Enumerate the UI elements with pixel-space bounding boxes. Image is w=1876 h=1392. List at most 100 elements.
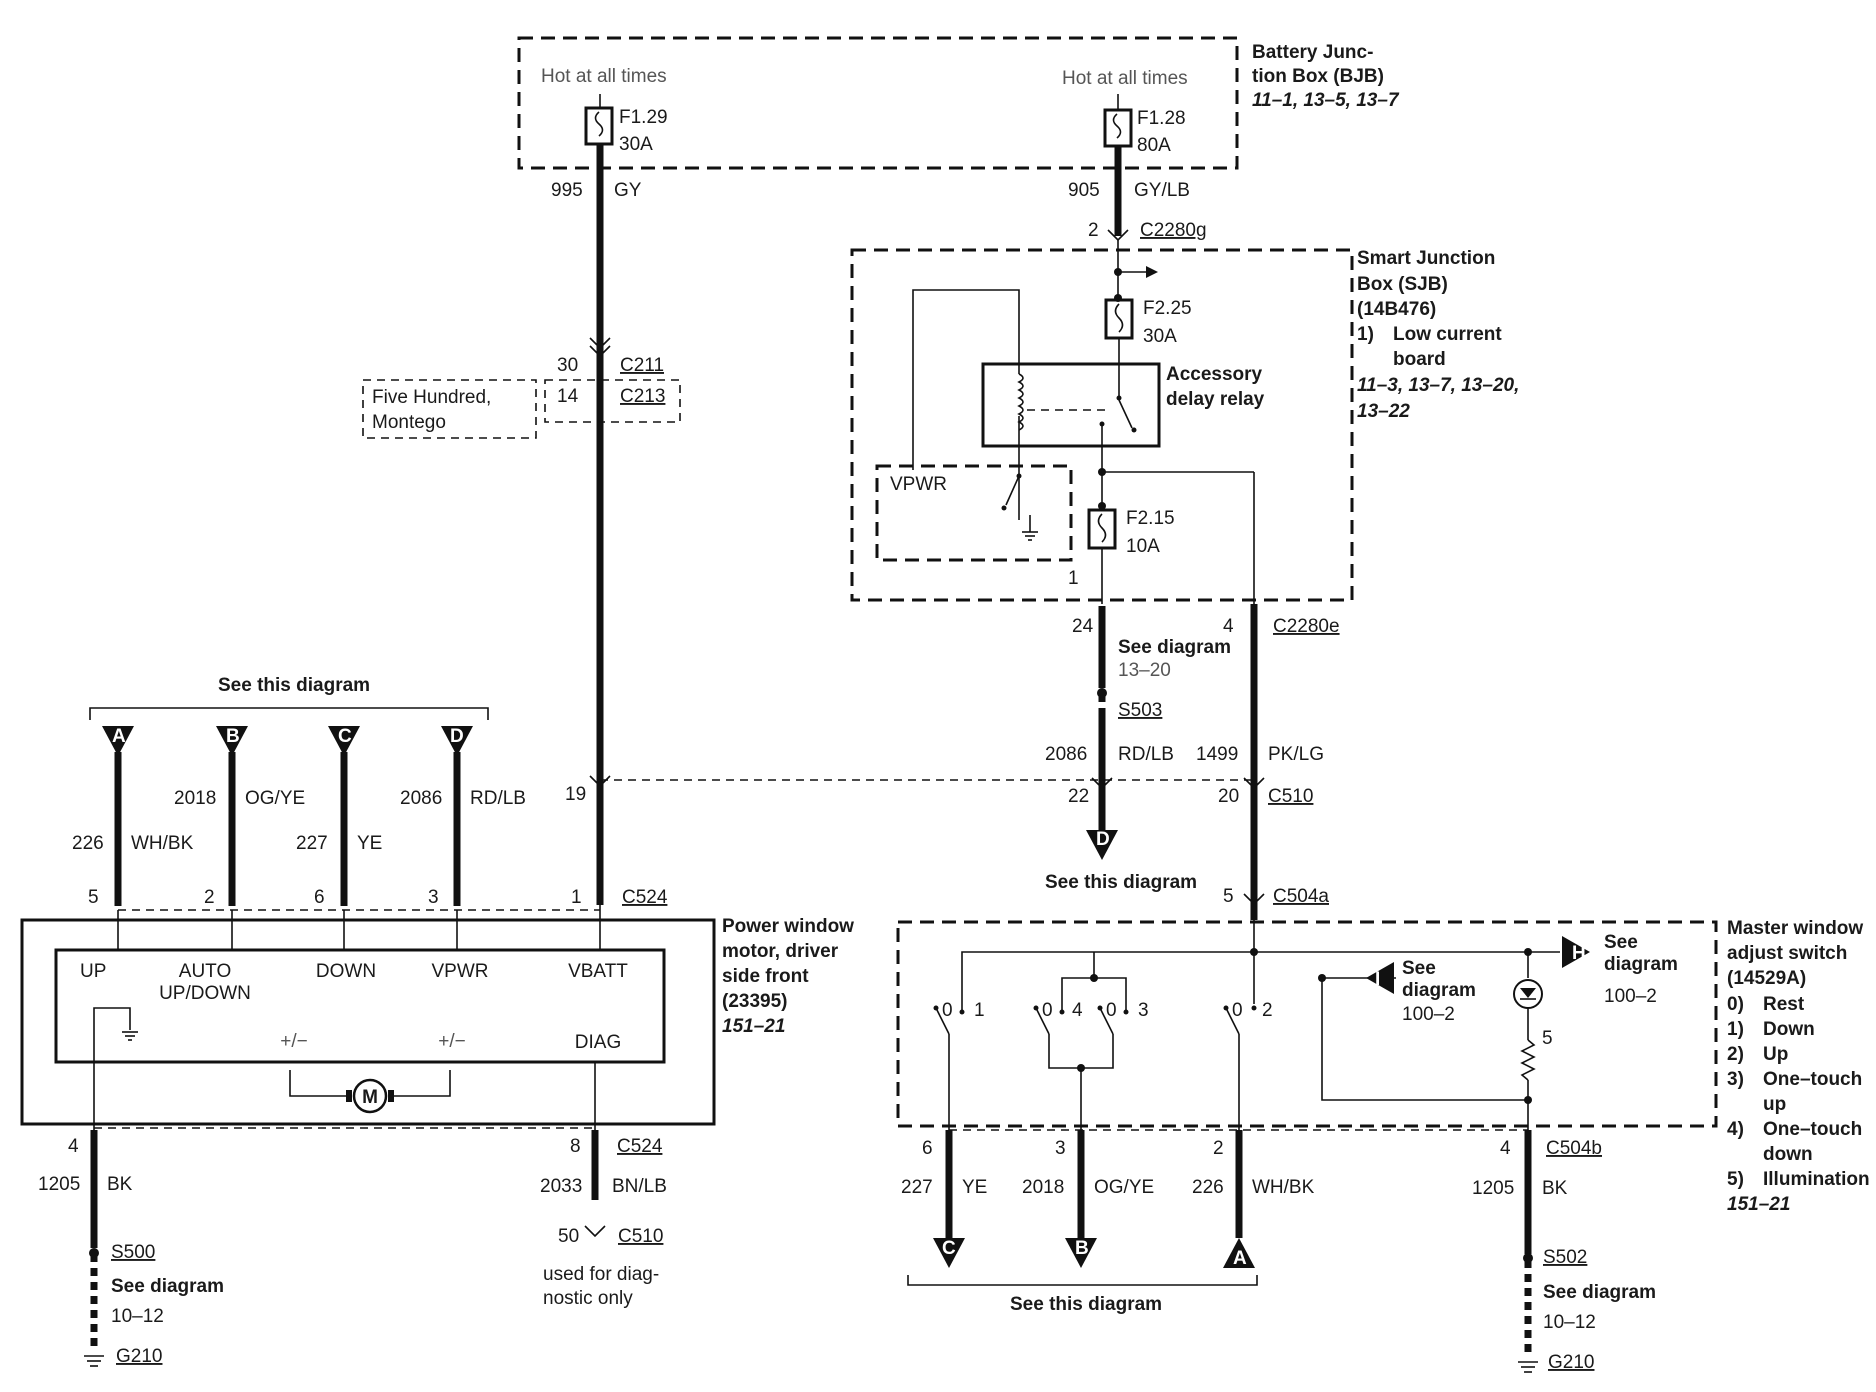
- motor-m-letter: M: [362, 1087, 378, 1108]
- wire-226-number-a: 226: [72, 833, 104, 854]
- vpwr-label: VPWR: [890, 474, 947, 495]
- see-this-diagram-bottom: See this diagram: [1010, 1294, 1162, 1315]
- wire-995-number: 995: [551, 180, 583, 201]
- fuse-f2-25-amp: 30A: [1143, 326, 1177, 347]
- c2280g-label: C2280g: [1140, 220, 1207, 241]
- master-window-switch: [896, 920, 1718, 1140]
- c524-pin-2: 2: [204, 887, 215, 908]
- motor-polarity-1: +/−: [280, 1031, 307, 1052]
- fuse-f1-28-label: F1.28: [1137, 108, 1186, 129]
- see-diagram-h-1: See: [1604, 932, 1638, 953]
- fuse-f1-28: [1103, 94, 1133, 148]
- wire-1205-left: [84, 1130, 104, 1367]
- sjb-title-2: Box (SJB): [1357, 274, 1448, 295]
- see-diagram-13-20-a: See diagram: [1118, 637, 1231, 658]
- flag-i-letter: I: [1375, 969, 1380, 990]
- switch-state-4-num: 4): [1727, 1119, 1744, 1140]
- switch-state-5: Illumination: [1763, 1169, 1870, 1190]
- wire-2033-color: BN/LB: [612, 1176, 667, 1197]
- c524-label-a: C524: [622, 887, 668, 908]
- c213-label: C213: [620, 386, 665, 407]
- switch-state-1-num: 1): [1727, 1019, 1744, 1040]
- illumination-resistor: [1520, 1039, 1536, 1081]
- c510-label-b: C510: [618, 1226, 663, 1247]
- wire-227-number-a: 227: [296, 833, 328, 854]
- wire-2018-number-b: 2018: [1022, 1177, 1064, 1198]
- see-diagram-i-1: See: [1402, 958, 1436, 979]
- motor-polarity-2: +/−: [438, 1031, 465, 1052]
- sjb-refs-2: 13–22: [1357, 401, 1410, 422]
- switch-state-0: Rest: [1763, 994, 1805, 1015]
- c2280g-pin: 2: [1088, 220, 1099, 241]
- motor-pin-vpwr: VPWR: [432, 961, 489, 982]
- switch-title-2: adjust switch: [1727, 943, 1847, 964]
- variant-line-2: Montego: [372, 412, 446, 433]
- flag-b-letter-bottom: B: [1075, 1238, 1089, 1259]
- fuse-f1-29-amp: 30A: [619, 134, 653, 155]
- c524b-pin-4: 4: [68, 1136, 79, 1157]
- connector-c213-box: [544, 379, 681, 423]
- c524-pin-1: 1: [571, 887, 582, 908]
- wire-995-color: GY: [614, 180, 642, 201]
- switch-refs: 151–21: [1727, 1194, 1790, 1215]
- wire-1205-number-b: 1205: [1472, 1178, 1514, 1199]
- motor-pin-auto-1: AUTO: [179, 961, 231, 982]
- c2280e-label: C2280e: [1273, 616, 1340, 637]
- wire-1205-number-a: 1205: [38, 1174, 80, 1195]
- switch-state-2-num: 2): [1727, 1044, 1744, 1065]
- wire-1205-color-a: BK: [107, 1174, 133, 1195]
- board-number: 1: [1068, 568, 1079, 589]
- variant-note-box: [362, 379, 537, 439]
- motor-pin-vbatt: VBATT: [568, 961, 628, 982]
- switch-state-4a: One–touch: [1763, 1119, 1862, 1140]
- switch-state-1: Down: [1763, 1019, 1815, 1040]
- wire-2018-color-b: OG/YE: [1094, 1177, 1154, 1198]
- fuse-f1-28-amp: 80A: [1137, 135, 1171, 156]
- bjb-hot-label-1: Hot at all times: [541, 66, 667, 87]
- fuse-f1-29: [584, 94, 614, 146]
- c2280e-pin-4: 4: [1223, 616, 1234, 637]
- flag-a-letter-bottom: A: [1233, 1248, 1247, 1269]
- see-diagram-h-2: diagram: [1604, 954, 1678, 975]
- switch-3-contact-3: 3: [1138, 1000, 1149, 1021]
- wire-2033-number: 2033: [540, 1176, 582, 1197]
- switch-state-3-num: 3): [1727, 1069, 1744, 1090]
- flag-c-top: [328, 726, 360, 906]
- wire-905-number: 905: [1068, 180, 1100, 201]
- wire-2086-number-b: 2086: [1045, 744, 1087, 765]
- motor-title-3: side front: [722, 966, 809, 987]
- wire-2086-color-b: RD/LB: [1118, 744, 1174, 765]
- switch-4-contact-0: 0: [1232, 1000, 1243, 1021]
- diag-note-1: used for diag-: [543, 1264, 659, 1285]
- switch-state-3b: up: [1763, 1094, 1786, 1115]
- fuse-f2-15-label: F2.15: [1126, 508, 1175, 529]
- switch-state-0-num: 0): [1727, 994, 1744, 1015]
- motor-title-2: motor, driver: [722, 941, 839, 962]
- switch-3-contact-0: 0: [1106, 1000, 1117, 1021]
- diag-note-2: nostic only: [543, 1288, 633, 1309]
- c510-label-a: C510: [1268, 786, 1313, 807]
- variant-line-1: Five Hundred,: [372, 387, 491, 408]
- c504b-label: C504b: [1546, 1138, 1602, 1159]
- motor-pin-auto-2: UP/DOWN: [159, 983, 251, 1004]
- switch-4-contact-2: 2: [1262, 1000, 1273, 1021]
- flag-h-letter: H: [1572, 943, 1586, 964]
- c504b-pin-6: 6: [922, 1138, 933, 1159]
- flag-a-top: [102, 726, 134, 906]
- c211-label: C211: [620, 355, 664, 376]
- see-diagram-10-12-b-1: See diagram: [1543, 1282, 1656, 1303]
- wire-2018-number-a: 2018: [174, 788, 216, 809]
- bjb-title-2: tion Box (BJB): [1252, 66, 1384, 87]
- see-diagram-10-12-b-2: 10–12: [1543, 1312, 1596, 1333]
- wire-227-bottom: [933, 1130, 965, 1268]
- motor-pin-up: UP: [80, 961, 106, 982]
- relay-label-2: delay relay: [1166, 389, 1265, 410]
- c213-pin: 14: [557, 386, 579, 407]
- wire-2018-color-a: OG/YE: [245, 788, 305, 809]
- fuse-f2-15-amp: 10A: [1126, 536, 1160, 557]
- motor-pin-down: DOWN: [316, 961, 376, 982]
- sjb-title-3: (14B476): [1357, 299, 1436, 320]
- wire-2018-bottom: [1065, 1130, 1097, 1268]
- relay-label-1: Accessory: [1166, 364, 1263, 385]
